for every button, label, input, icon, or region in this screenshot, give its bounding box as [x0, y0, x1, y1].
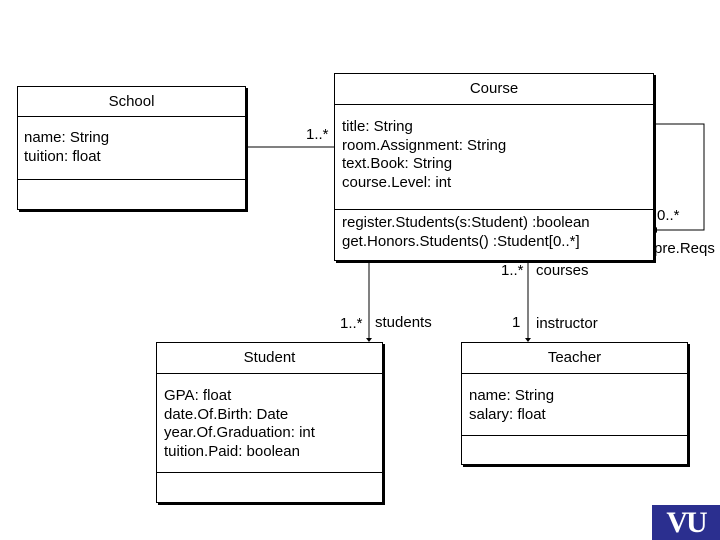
class-school-name: School	[108, 93, 155, 110]
course-student-role: students	[375, 314, 432, 331]
operation: register.Students(s:Student) :boolean	[342, 214, 590, 231]
teacher-course-role: courses	[536, 262, 589, 279]
class-teacher[interactable]: Teacher name: String salary: float	[461, 342, 688, 465]
class-student-operations	[157, 472, 382, 502]
arrowhead-prereqs	[653, 227, 657, 233]
prereqs-multiplicity: 0..*	[657, 207, 680, 224]
class-school-attributes: name: String tuition: float	[18, 116, 245, 179]
prereqs-role: pre.Reqs	[654, 240, 715, 257]
association-course-prereqs	[654, 123, 705, 231]
class-teacher-attributes: name: String salary: float	[462, 373, 687, 435]
attribute: tuition.Paid: boolean	[164, 442, 300, 460]
teacher-multiplicity: 1	[512, 314, 521, 331]
teacher-role: instructor	[536, 315, 598, 332]
class-student-name: Student	[243, 349, 296, 366]
operation: get.Honors.Students() :Student[0..*]	[342, 232, 580, 250]
arrowhead-student	[366, 338, 372, 342]
attribute: tuition: float	[24, 147, 101, 165]
attribute: name: String	[469, 387, 555, 404]
class-course[interactable]: Course title: String room.Assignment: St…	[334, 73, 654, 261]
class-course-attributes: title: String room.Assignment: String te…	[335, 104, 653, 209]
class-course-name: Course	[469, 80, 519, 97]
course-student-multiplicity: 1..*	[340, 315, 363, 332]
attribute: date.Of.Birth: Date	[164, 405, 289, 423]
class-teacher-operations	[462, 435, 687, 464]
arrowhead-teacher	[525, 338, 531, 342]
class-teacher-name: Teacher	[547, 349, 602, 366]
class-school-operations	[18, 179, 245, 209]
attribute: course.Level: int	[342, 173, 452, 191]
class-school[interactable]: School name: String tuition: float	[17, 86, 246, 210]
teacher-course-multiplicity: 1..*	[501, 262, 524, 279]
class-student[interactable]: Student GPA: float date.Of.Birth: Date y…	[156, 342, 383, 503]
attribute: salary: float	[469, 405, 546, 423]
vu-logo-text: VU	[666, 506, 707, 539]
attribute: title: String	[342, 118, 413, 135]
vu-logo: VU	[652, 505, 720, 540]
attribute: text.Book: String	[342, 155, 453, 172]
school-course-multiplicity: 1..*	[306, 126, 329, 143]
class-student-attributes: GPA: float date.Of.Birth: Date year.Of.G…	[157, 373, 382, 472]
class-course-operations: register.Students(s:Student) :boolean ge…	[335, 209, 653, 260]
attribute: year.Of.Graduation: int	[164, 424, 315, 441]
attribute: room.Assignment: String	[342, 136, 507, 154]
attribute: name: String	[24, 129, 110, 146]
attribute: GPA: float	[164, 387, 232, 404]
